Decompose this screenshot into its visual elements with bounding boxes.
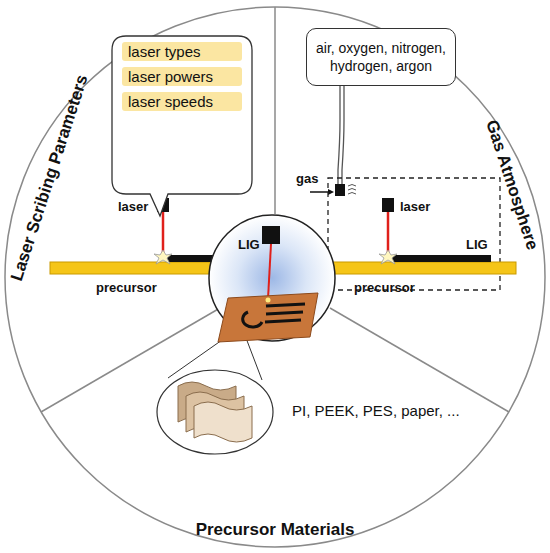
sector-title: Laser Scribing Parameters — [7, 72, 93, 283]
parameter-item: laser types — [122, 42, 242, 61]
gas-list: air, oxygen, nitrogen, hydrogen, argon — [315, 39, 447, 75]
sector-band: Precursor Materials — [0, 300, 550, 553]
sector-title: Precursor Materials — [196, 520, 355, 540]
gas-atmosphere-sketch — [310, 86, 516, 290]
part-label: LIG — [238, 237, 260, 252]
sector-band: Laser Scribing Parameterslaser typeslase… — [0, 0, 275, 300]
divider — [330, 308, 509, 412]
gas-box: air, oxygen, nitrogen, hydrogen, argon — [306, 28, 456, 86]
part-label: gas — [296, 171, 318, 186]
parameter-item: laser powers — [122, 67, 242, 86]
outer-circle — [5, 7, 545, 547]
part-label: precursor — [354, 280, 415, 295]
material-list: PI, PEEK, PES, paper, ... — [292, 402, 460, 419]
center-illustration — [209, 215, 335, 342]
parameter-item: laser speeds — [122, 92, 242, 111]
part-label: precursor — [96, 280, 157, 295]
part-label: laser — [400, 199, 430, 214]
part-label: LIG — [466, 237, 488, 252]
part-label: laser — [118, 199, 148, 214]
sector-band: Gas Atmosphere air, oxygen, nitrogen, hyd… — [275, 0, 550, 300]
precursor-sketch — [157, 333, 273, 454]
speech-bubble: laser types laser powers laser speeds — [112, 36, 252, 194]
divider — [274, 7, 276, 214]
sector-title: Gas Atmosphere — [482, 118, 543, 253]
